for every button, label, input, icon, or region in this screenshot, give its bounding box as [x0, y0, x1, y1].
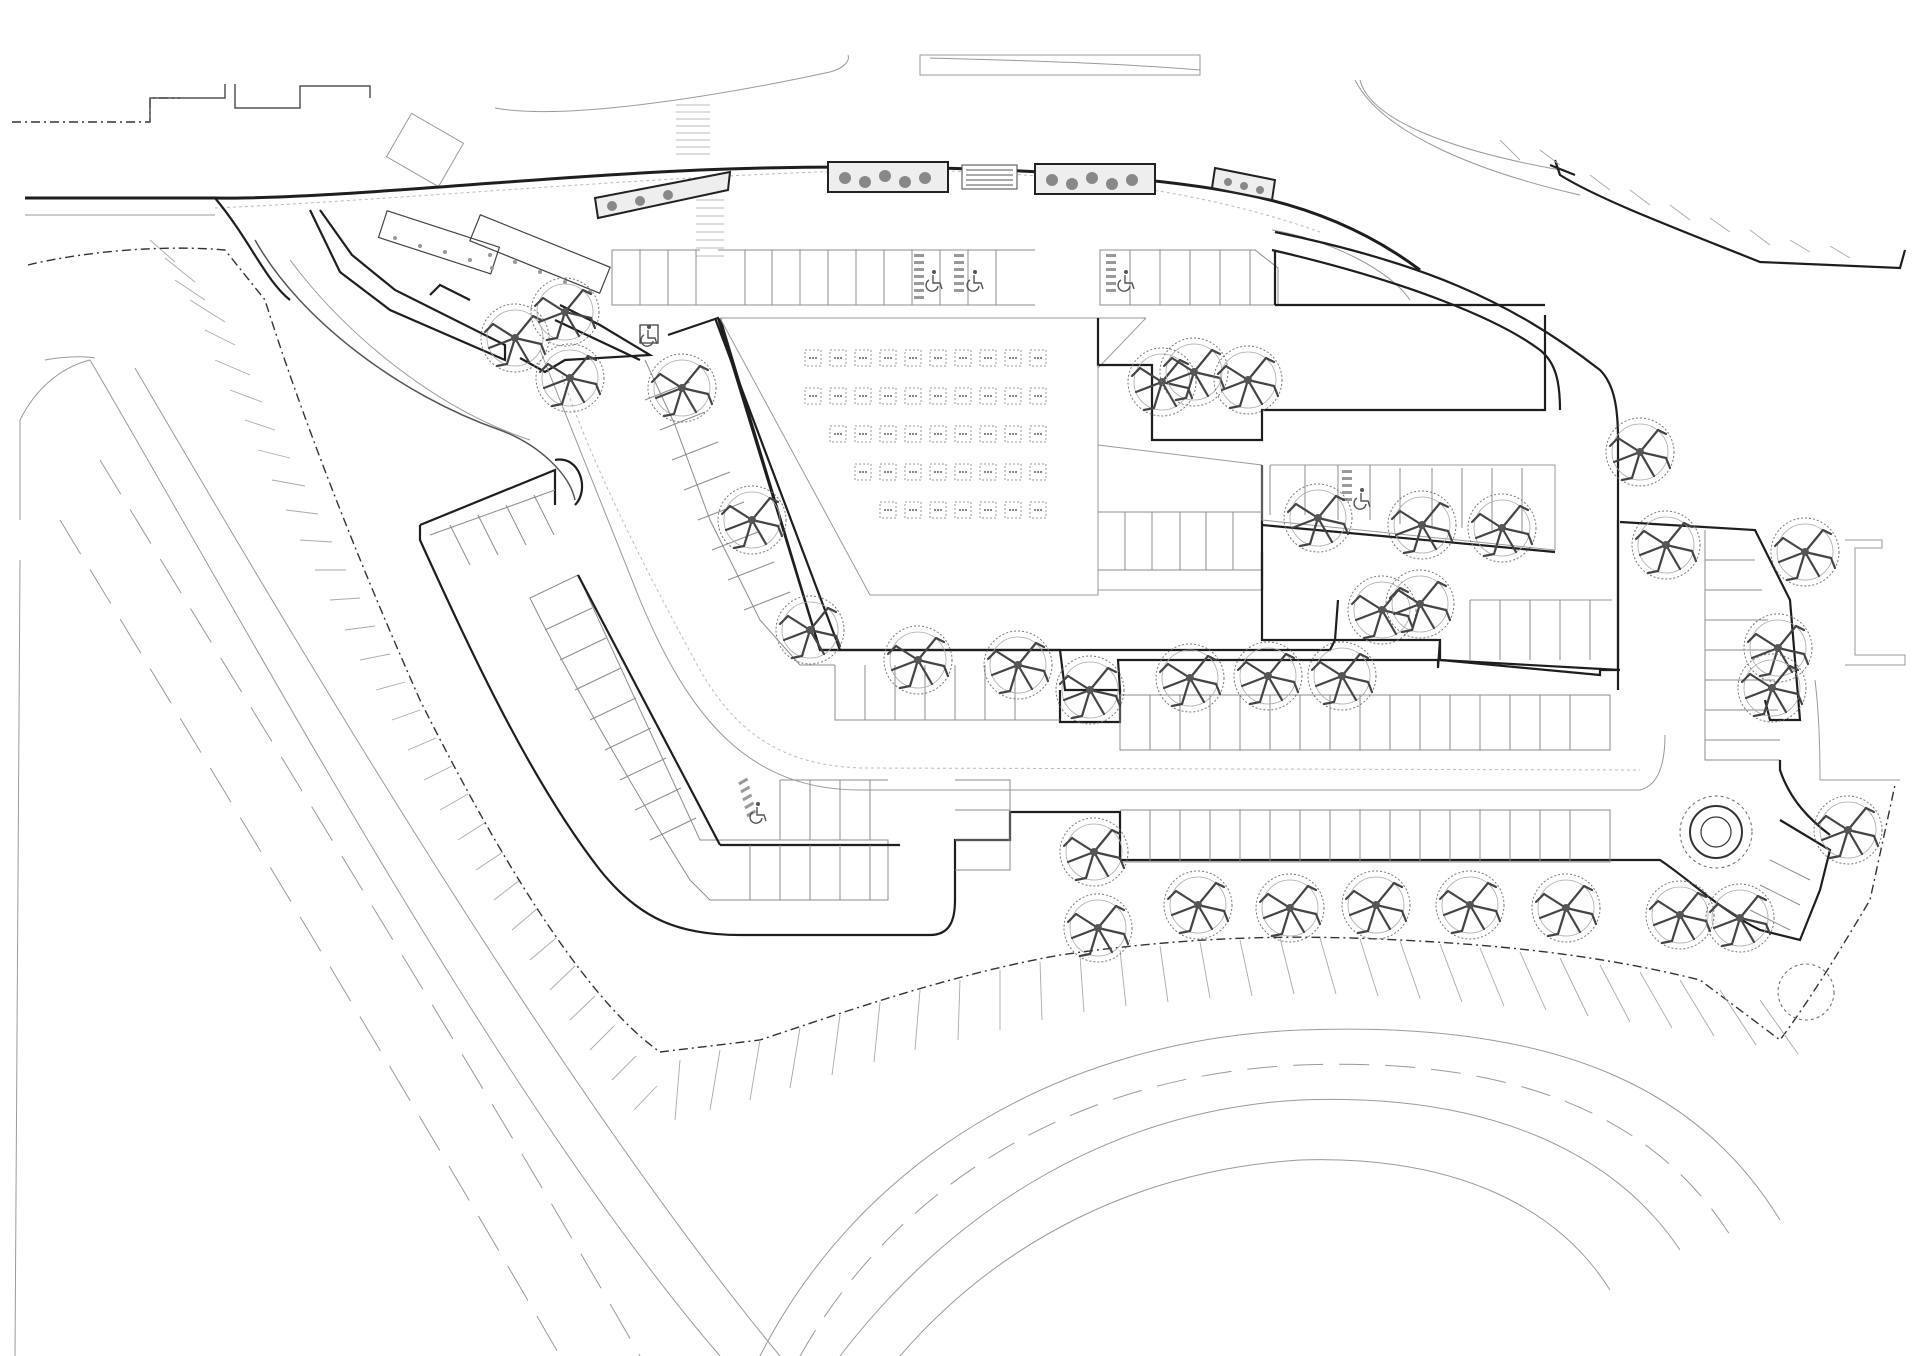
accessible-space-hatch	[914, 254, 964, 299]
tree-icon	[1704, 882, 1776, 954]
accessible-space-hatch	[738, 777, 757, 818]
tree-icon	[982, 629, 1054, 701]
entry-structures	[214, 197, 659, 374]
accessible-space-hatch	[1342, 470, 1352, 501]
slope-hatch-left	[149, 239, 658, 1111]
tree-icon	[1340, 869, 1412, 941]
central-deck	[667, 230, 1621, 724]
tree-icon	[1644, 879, 1716, 951]
slope-hatch-top-right	[1499, 139, 1851, 259]
left-parking-wing	[418, 359, 1906, 942]
tree-icon	[882, 624, 954, 696]
tree-icon	[1212, 344, 1284, 416]
tree-icon	[534, 342, 606, 414]
tree-icon	[1769, 516, 1841, 588]
street-planters	[593, 161, 1277, 220]
tree-icon	[1466, 492, 1538, 564]
wheelchair-icon	[1353, 487, 1371, 510]
tree-icon	[1282, 482, 1354, 554]
tree-icon	[774, 594, 846, 666]
drive-aisle-edges	[254, 229, 1666, 791]
inner-stalls	[1098, 465, 1523, 571]
tree-icon	[1232, 640, 1304, 712]
slope-hatch-bottom	[674, 937, 1799, 1121]
tree-icon	[1062, 892, 1134, 964]
tree-icon	[1530, 872, 1602, 944]
tree-icon	[1254, 872, 1326, 944]
tree-icon	[1162, 869, 1234, 941]
tree-icon	[1058, 816, 1130, 888]
tree-icon	[1434, 869, 1506, 941]
tree-icon	[1386, 489, 1458, 561]
bay-grid	[804, 349, 1047, 519]
tree-icon	[1777, 963, 1835, 1021]
tree-icon	[1604, 416, 1676, 488]
tree-icon	[1154, 642, 1226, 714]
accessible-space-hatch	[1106, 254, 1116, 292]
wheelchair-icon	[1117, 269, 1135, 292]
tree-group	[479, 276, 1884, 1021]
tree-icon	[1630, 509, 1702, 581]
wheelchair-icon	[966, 269, 984, 292]
top-parking-row	[611, 249, 1279, 306]
pedestrian-crossing	[676, 104, 724, 257]
tree-icon	[1384, 568, 1456, 640]
tree-icon	[1306, 640, 1378, 712]
